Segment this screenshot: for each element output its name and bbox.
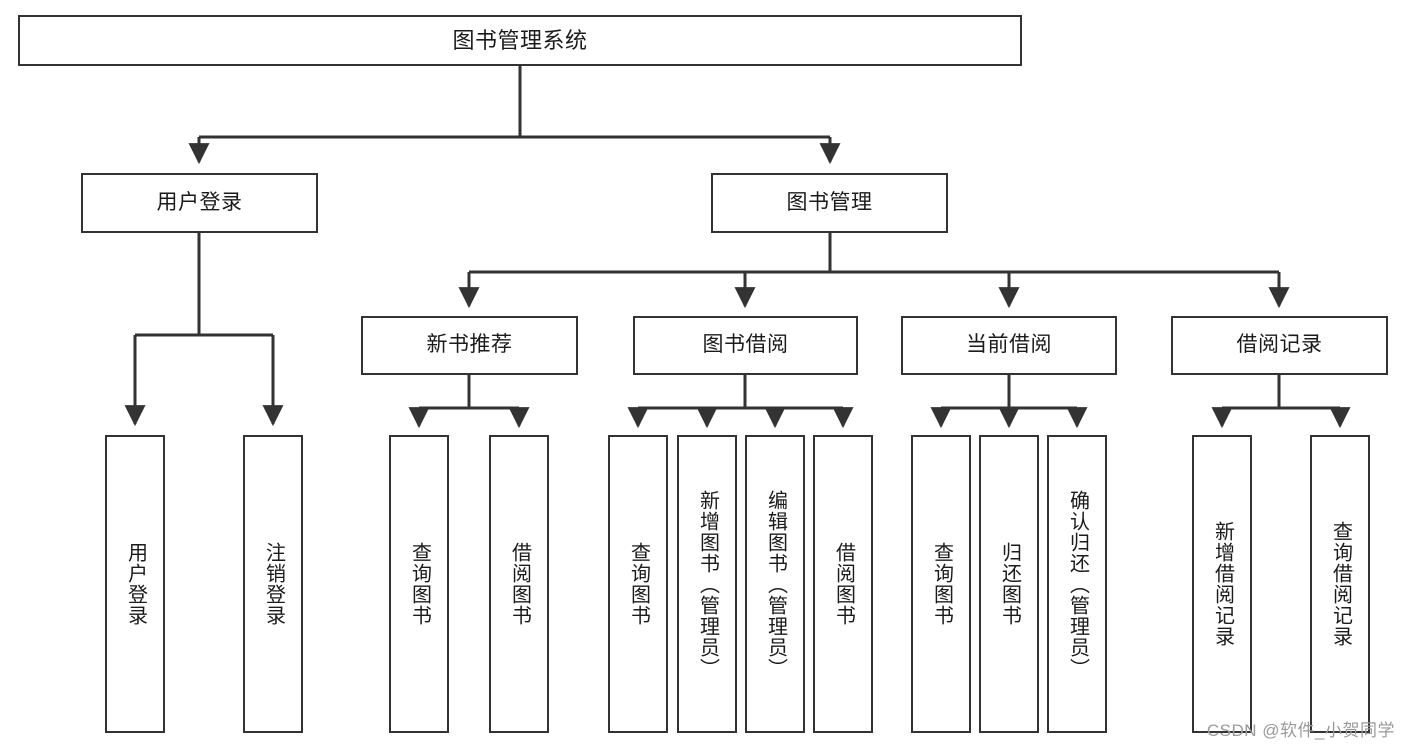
leaf-return-book[interactable]: 归还图书: [979, 435, 1039, 733]
node-label: 图书管理: [786, 190, 873, 214]
node-label: 查询借阅记录: [1329, 521, 1352, 647]
node-book-management[interactable]: 图书管理: [711, 173, 948, 233]
csdn-watermark: CSDN @软件_小贺同学: [1206, 721, 1395, 740]
leaf-user-login[interactable]: 用户登录: [105, 435, 165, 733]
leaf-add-borrow-record[interactable]: 新增借阅记录: [1192, 435, 1252, 733]
node-label: 用户登录: [156, 190, 243, 214]
node-label: 归还图书: [998, 542, 1021, 626]
node-root-system[interactable]: 图书管理系统: [18, 15, 1022, 66]
leaf-query-book-recommend[interactable]: 查询图书: [389, 435, 449, 733]
node-user-login[interactable]: 用户登录: [81, 173, 318, 233]
node-label: 图书借阅: [702, 333, 789, 357]
node-label: 借阅图书: [832, 542, 855, 626]
node-label: 注销登录: [262, 542, 285, 626]
leaf-edit-book[interactable]: 编辑图书（管理员）: [745, 435, 805, 733]
node-label: 新增借阅记录: [1211, 521, 1234, 647]
leaf-query-book-borrow[interactable]: 查询图书: [608, 435, 668, 733]
leaf-logout[interactable]: 注销登录: [243, 435, 303, 733]
node-label: 查询图书: [930, 542, 953, 626]
node-borrow-record[interactable]: 借阅记录: [1171, 316, 1388, 375]
node-label: 借阅记录: [1236, 333, 1323, 357]
leaf-query-book-current[interactable]: 查询图书: [911, 435, 971, 733]
node-label: 新书推荐: [426, 333, 513, 357]
node-label: 当前借阅: [966, 333, 1052, 357]
node-new-book-recommend[interactable]: 新书推荐: [361, 316, 578, 375]
node-label: 编辑图书（管理员）: [764, 489, 787, 679]
node-book-borrow[interactable]: 图书借阅: [633, 316, 858, 375]
node-label: 新增图书（管理员）: [696, 489, 719, 679]
node-label: 用户登录: [124, 542, 147, 626]
node-label: 查询图书: [627, 542, 650, 626]
node-current-borrow[interactable]: 当前借阅: [901, 316, 1117, 375]
leaf-add-book[interactable]: 新增图书（管理员）: [677, 435, 737, 733]
node-label: 查询图书: [408, 542, 431, 626]
node-label: 确认归还（管理员）: [1066, 489, 1089, 679]
leaf-confirm-return[interactable]: 确认归还（管理员）: [1047, 435, 1107, 733]
leaf-borrow-book[interactable]: 借阅图书: [813, 435, 873, 733]
node-label: 图书管理系统: [452, 27, 588, 53]
leaf-borrow-book-recommend[interactable]: 借阅图书: [489, 435, 549, 733]
leaf-query-borrow-record[interactable]: 查询借阅记录: [1310, 435, 1370, 733]
node-label: 借阅图书: [508, 542, 531, 626]
